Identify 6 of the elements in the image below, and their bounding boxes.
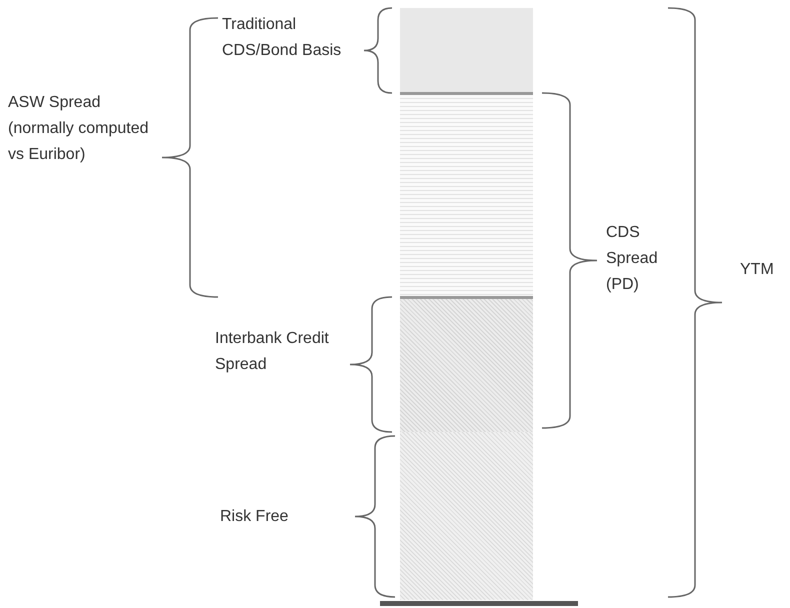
brace-label: Risk Free [220, 507, 290, 527]
brace-label: ASW Spread (normally computed vs Euribor) [8, 93, 150, 165]
brace-label: Traditional CDS/Bond Basis [222, 15, 342, 61]
brace-label: CDS Spread (PD) [606, 223, 659, 295]
brace-label: Interbank Credit Spread [215, 329, 330, 375]
brace-label: YTM [740, 260, 775, 280]
